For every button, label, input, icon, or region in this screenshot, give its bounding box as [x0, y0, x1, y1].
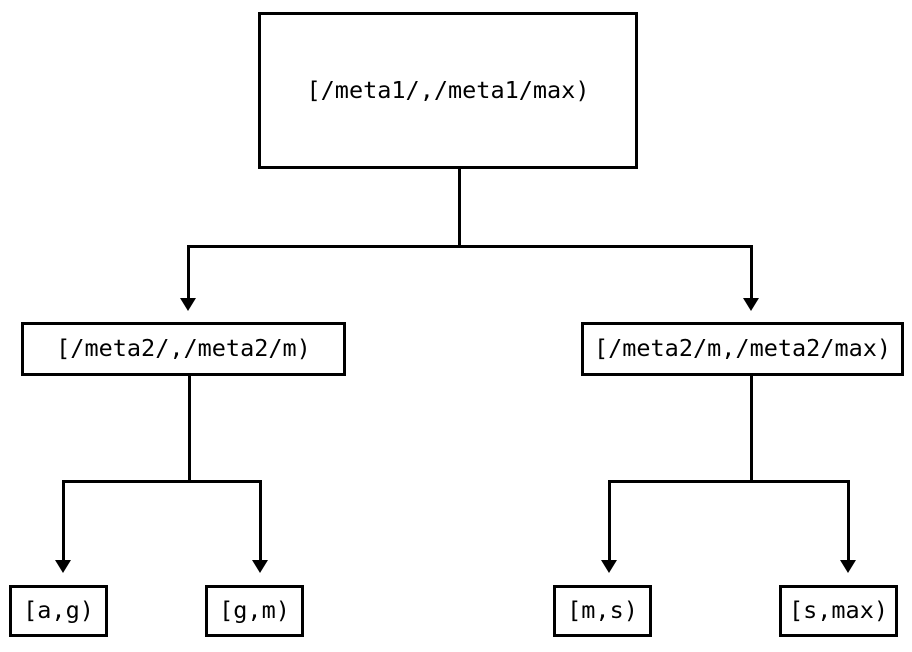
tree-node-root-label: [/meta1/,/meta1/max) — [306, 75, 590, 104]
tree-node-mid-left[interactable]: [/meta2/,/meta2/m) — [21, 322, 346, 376]
edge-root-split-bar — [187, 245, 753, 248]
arrowhead-mid-right-to-leaf-smax — [840, 560, 856, 573]
edge-root-stem — [458, 169, 461, 248]
tree-node-leaf-ag[interactable]: [a,g) — [9, 585, 108, 637]
tree-node-root[interactable]: [/meta1/,/meta1/max) — [258, 12, 638, 169]
tree-node-leaf-ag-label: [a,g) — [23, 596, 94, 625]
edge-root-to-mid-right-drop — [750, 245, 753, 301]
edge-mid-left-stem — [188, 376, 191, 483]
tree-node-leaf-smax[interactable]: [s,max) — [779, 585, 898, 637]
edge-mid-right-to-leaf-smax-drop — [847, 480, 850, 562]
edge-mid-left-to-leaf-gm-drop — [259, 480, 262, 562]
tree-node-mid-right-label: [/meta2/m,/meta2/max) — [593, 334, 892, 363]
arrowhead-mid-left-to-leaf-ag — [55, 560, 71, 573]
edge-root-to-mid-left-drop — [187, 245, 190, 301]
edge-mid-right-to-leaf-ms-drop — [608, 480, 611, 562]
edge-mid-left-split-bar — [62, 480, 262, 483]
tree-node-leaf-gm[interactable]: [g,m) — [205, 585, 304, 637]
edge-mid-right-stem — [750, 376, 753, 483]
tree-node-leaf-ms[interactable]: [m,s) — [553, 585, 652, 637]
tree-node-mid-left-label: [/meta2/,/meta2/m) — [56, 334, 311, 363]
edge-mid-right-split-bar — [608, 480, 850, 483]
tree-node-leaf-smax-label: [s,max) — [788, 596, 889, 625]
edge-mid-left-to-leaf-ag-drop — [62, 480, 65, 562]
arrowhead-mid-left-to-leaf-gm — [252, 560, 268, 573]
arrowhead-root-to-mid-left — [180, 298, 196, 311]
tree-node-mid-right[interactable]: [/meta2/m,/meta2/max) — [581, 322, 904, 376]
arrowhead-mid-right-to-leaf-ms — [601, 560, 617, 573]
arrowhead-root-to-mid-right — [743, 298, 759, 311]
tree-node-leaf-gm-label: [g,m) — [219, 596, 290, 625]
tree-node-leaf-ms-label: [m,s) — [567, 596, 638, 625]
